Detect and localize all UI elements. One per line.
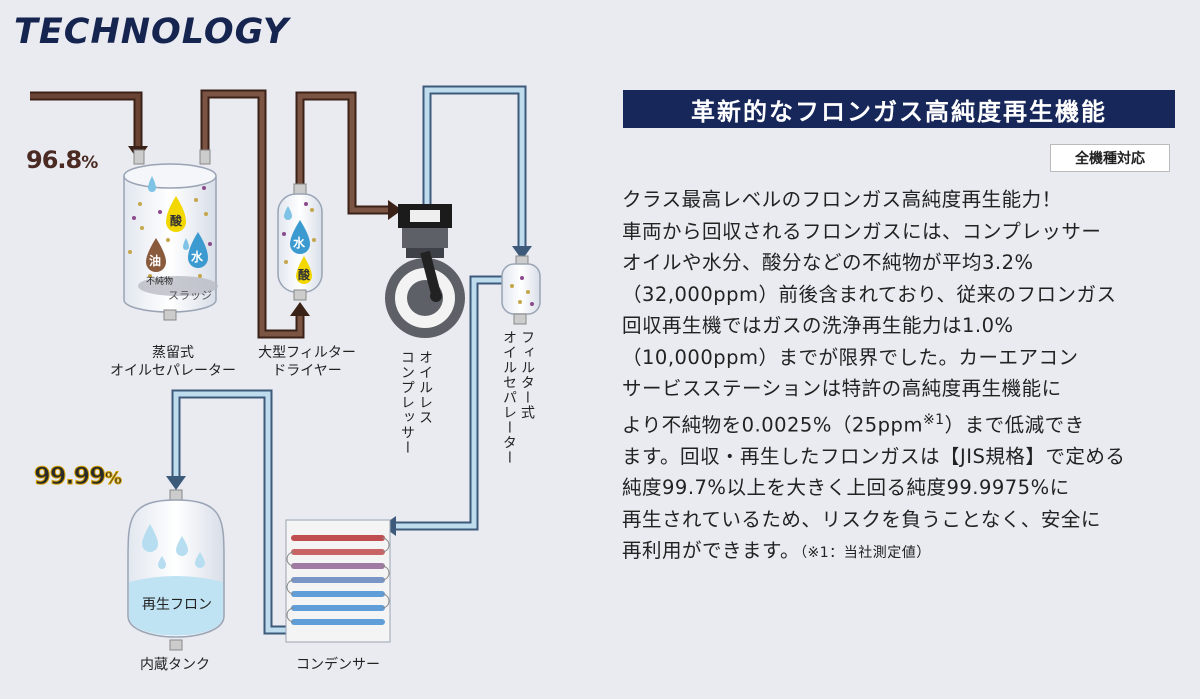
acid-drop-icon: [296, 256, 312, 284]
filter-water-tag: 水: [293, 236, 306, 250]
distillation-separator: [123, 149, 218, 321]
tank-content-label: 再生フロン: [142, 597, 212, 613]
filter-separator-label: フィルター式オイルセパレーター: [501, 330, 535, 465]
acid-drop-icon: [166, 196, 186, 232]
flow-arrow-into-compressor: [388, 200, 402, 220]
impurities-tag: 不純物: [146, 277, 174, 287]
filter-dryer: [277, 183, 323, 301]
oil-drop-icon: [146, 238, 166, 272]
refrigerant-flow-diagram: [30, 85, 541, 651]
purity-after-value: 99.99%: [34, 462, 123, 491]
page-title: TECHNOLOGY: [14, 12, 290, 52]
water-drop-icon: [290, 220, 310, 254]
dirty-gas-pipes: [30, 89, 392, 339]
purity-before-value: 96.8%: [26, 146, 98, 174]
filter-oil-separator: [501, 255, 541, 325]
condenser-label: コンデンサー: [296, 657, 380, 673]
condenser: [285, 519, 391, 643]
dryer-label: 大型フィルター ドライヤー: [258, 345, 356, 379]
flow-arrow-into-tank: [166, 476, 186, 490]
panel-heading: 革新的なフロンガス高純度再生機能: [623, 90, 1175, 128]
description-text: クラス最高レベルのフロンガス高純度再生能力！ 車両から回収されるフロンガスには、…: [622, 188, 1126, 562]
tank-label: 内蔵タンク: [140, 657, 210, 673]
clean-gas-pipes: [171, 85, 527, 635]
filter-acid-tag: 酸: [298, 268, 311, 282]
flow-arrow-into-dryer: [290, 302, 310, 316]
oilless-compressor: [385, 204, 465, 338]
footnote: （※1：当社測定値）: [800, 545, 931, 561]
separator-label: 蒸留式 オイルセパレーター: [110, 345, 236, 379]
water-drop-icon: [188, 232, 208, 268]
compressor-label: オイルレスコンプレッサー: [399, 350, 433, 455]
all-models-badge: 全機種対応: [1050, 144, 1170, 172]
water-tag: 水: [191, 250, 204, 264]
oil-tag: 油: [149, 254, 162, 268]
acid-tag: 酸: [170, 214, 183, 228]
built-in-tank: [127, 489, 225, 651]
flow-arrow-into-filter: [512, 246, 532, 260]
sludge-tag: スラッジ: [168, 289, 212, 302]
